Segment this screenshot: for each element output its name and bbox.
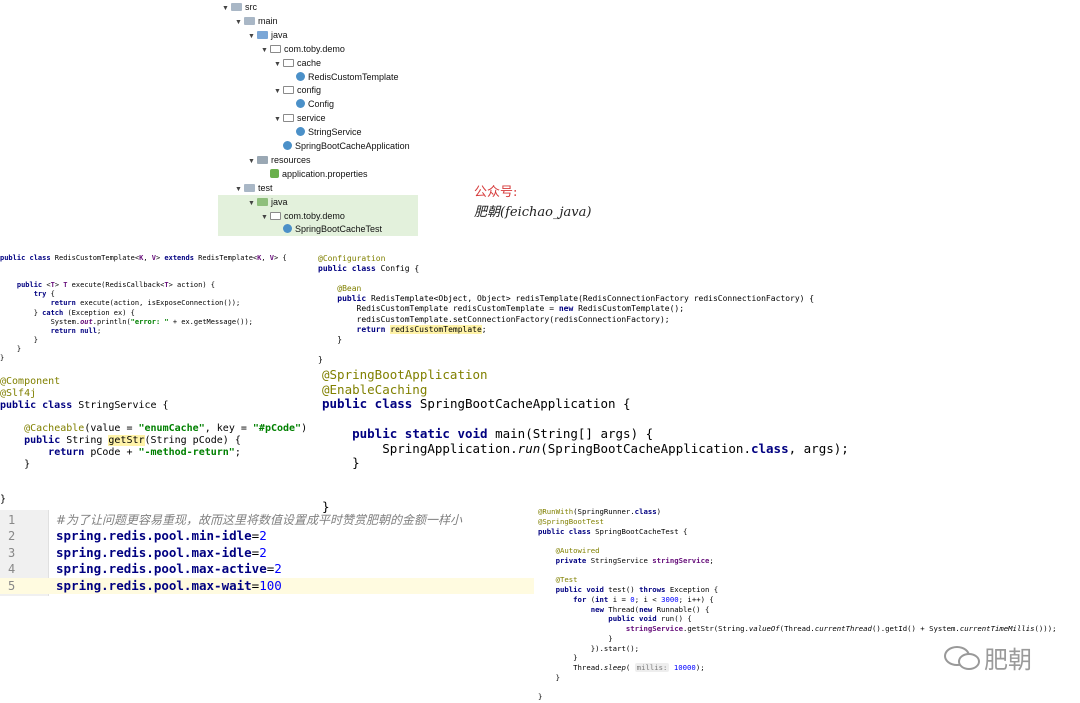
package-icon bbox=[270, 44, 281, 53]
properties-entry: spring.redis.pool.max-wait=100 bbox=[56, 577, 282, 593]
line-number: 2 bbox=[8, 529, 16, 544]
tree-item[interactable]: ▼ src bbox=[218, 0, 257, 14]
expand-arrow-icon[interactable]: ▼ bbox=[235, 185, 242, 193]
tree-item-label: java bbox=[271, 196, 288, 207]
tree-item[interactable]: SpringBootCacheTest bbox=[218, 222, 418, 237]
properties-line[interactable]: 5 spring.redis.pool.max-wait=100 bbox=[0, 577, 534, 594]
tree-item-label: application.properties bbox=[282, 168, 368, 179]
properties-entry: spring.redis.pool.max-idle=2 bbox=[56, 544, 267, 560]
resources-folder-icon bbox=[257, 155, 268, 164]
tree-item-label: config bbox=[297, 85, 322, 96]
tree-item-label: SpringBootCacheApplication bbox=[295, 141, 410, 151]
test-folder-icon bbox=[257, 197, 268, 206]
line-number: 1 bbox=[8, 513, 16, 527]
properties-entry: spring.redis.pool.max-active=2 bbox=[56, 561, 282, 577]
test-class-icon bbox=[283, 224, 292, 234]
folder-icon bbox=[231, 3, 242, 11]
class-icon bbox=[296, 127, 305, 137]
expand-arrow-icon[interactable]: ▼ bbox=[248, 157, 255, 165]
tree-item[interactable]: ▼ resources bbox=[218, 153, 311, 167]
tree-item[interactable]: ▼ java bbox=[218, 194, 418, 209]
tree-item[interactable]: ▼ service bbox=[218, 111, 326, 125]
tree-item-label: RedisCustomTemplate bbox=[308, 71, 399, 82]
tree-item-label: resources bbox=[271, 154, 311, 165]
package-icon bbox=[283, 86, 294, 95]
expand-arrow-icon[interactable]: ▼ bbox=[248, 32, 255, 40]
properties-comment: #为了让问题更容易重现，故而这里将数值设置成平时赞赏肥朝的金额一样小 bbox=[56, 513, 463, 527]
wechat-icon-small bbox=[958, 653, 980, 670]
line-number: 5 bbox=[8, 578, 16, 593]
tree-item[interactable]: ▼ java bbox=[218, 28, 288, 42]
line-number: 4 bbox=[8, 562, 16, 577]
source-folder-icon bbox=[257, 30, 268, 39]
class-icon bbox=[296, 99, 305, 109]
properties-entry: spring.redis.pool.min-idle=2 bbox=[56, 528, 267, 544]
expand-arrow-icon[interactable]: ▼ bbox=[261, 46, 268, 54]
tree-item-label: SpringBootCacheTest bbox=[295, 224, 383, 235]
properties-line[interactable]: 2 spring.redis.pool.min-idle=2 bbox=[0, 528, 534, 544]
expand-arrow-icon[interactable]: ▼ bbox=[235, 18, 242, 26]
tree-item-label: cache bbox=[297, 57, 322, 68]
properties-editor[interactable]: 1 #为了让问题更容易重现，故而这里将数值设置成平时赞赏肥朝的金额一样小 2 spri… bbox=[0, 510, 534, 596]
tree-item[interactable]: SpringBootCacheApplication bbox=[218, 139, 410, 153]
expand-arrow-icon[interactable]: ▼ bbox=[274, 88, 281, 96]
tree-item-label: test bbox=[258, 182, 273, 193]
expand-arrow-icon[interactable]: ▼ bbox=[248, 199, 255, 207]
tree-item[interactable]: ▼ com.toby.demo bbox=[218, 42, 345, 56]
tree-item[interactable]: ▼ config bbox=[218, 83, 321, 97]
tree-item[interactable]: RedisCustomTemplate bbox=[218, 70, 399, 84]
expand-arrow-icon[interactable]: ▼ bbox=[274, 60, 281, 68]
properties-line[interactable]: 3 spring.redis.pool.max-idle=2 bbox=[0, 545, 534, 561]
properties-line[interactable]: 4 spring.redis.pool.max-active=2 bbox=[0, 561, 534, 577]
expand-arrow-icon[interactable]: ▼ bbox=[222, 5, 229, 12]
tree-item-label: com.toby.demo bbox=[284, 43, 345, 54]
watermark-label: 公众号: bbox=[474, 185, 518, 200]
tree-item[interactable]: ▼ com.toby.demo bbox=[218, 208, 418, 223]
properties-icon bbox=[270, 168, 279, 178]
line-number: 3 bbox=[8, 545, 16, 560]
tree-item[interactable]: ▼ cache bbox=[218, 56, 321, 70]
code-panel-redis-custom-template[interactable]: public class RedisCustomTemplate<K, V> e… bbox=[0, 254, 287, 363]
expand-arrow-icon[interactable]: ▼ bbox=[274, 116, 281, 124]
tree-item-label: Config bbox=[308, 99, 335, 110]
tree-item-label: StringService bbox=[308, 127, 362, 138]
wechat-watermark: 肥朝 bbox=[944, 638, 1048, 674]
class-icon bbox=[296, 71, 305, 81]
tree-item[interactable]: ▼ main bbox=[218, 14, 278, 28]
tree-item-label: service bbox=[297, 113, 326, 124]
tree-item-label: main bbox=[258, 15, 278, 26]
tree-item[interactable]: Config bbox=[218, 97, 334, 111]
tree-item[interactable]: StringService bbox=[218, 125, 362, 139]
watermark-logo-text: 肥朝 bbox=[984, 646, 1032, 674]
package-icon bbox=[283, 58, 294, 67]
tree-item[interactable]: application.properties bbox=[218, 167, 368, 181]
tree-item-label: com.toby.demo bbox=[284, 210, 345, 221]
tree-item-label: java bbox=[271, 29, 288, 40]
package-icon bbox=[283, 114, 294, 123]
class-icon bbox=[283, 141, 292, 150]
code-panel-test[interactable]: @RunWith(SpringRunner.class)@SpringBootT… bbox=[538, 507, 1057, 702]
properties-line[interactable]: 1 #为了让问题更容易重现，故而这里将数值设置成平时赞赏肥朝的金额一样小 bbox=[0, 512, 534, 528]
expand-arrow-icon[interactable]: ▼ bbox=[261, 213, 268, 221]
folder-icon bbox=[244, 16, 255, 25]
folder-icon bbox=[244, 183, 255, 192]
watermark-account: 肥朝(feichao_java) bbox=[474, 205, 592, 220]
package-icon bbox=[270, 211, 281, 220]
tree-item[interactable]: ▼ test bbox=[218, 181, 273, 195]
tree-item-label: src bbox=[245, 2, 257, 12]
